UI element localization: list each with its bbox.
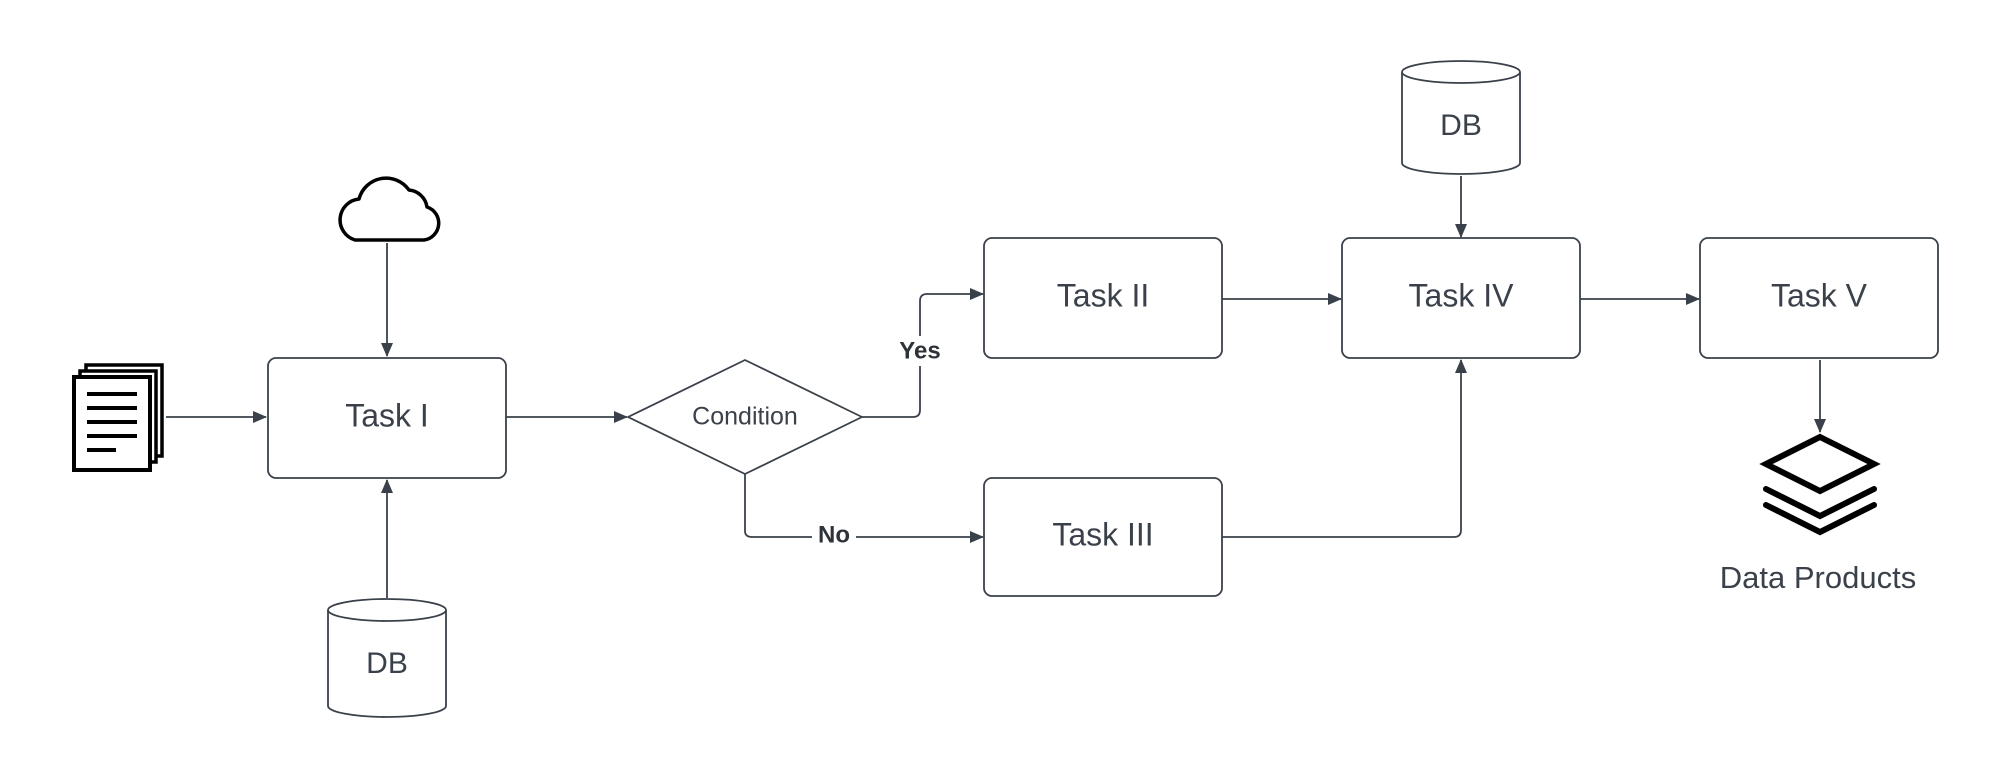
layers-icon xyxy=(1759,433,1881,536)
task-2-node: Task II xyxy=(983,237,1223,359)
task-1-node: Task I xyxy=(267,357,507,479)
db-top-node: DB xyxy=(1401,60,1521,175)
cloud-icon xyxy=(338,176,441,242)
task-3-label: Task III xyxy=(1052,516,1153,552)
condition-label: Condition xyxy=(692,403,798,431)
edge-condition-to-task3 xyxy=(744,474,984,543)
task-5-label: Task V xyxy=(1771,277,1868,313)
documents-icon xyxy=(72,363,164,472)
condition-node: Condition xyxy=(627,359,863,475)
task-4-node: Task IV xyxy=(1341,237,1581,359)
db-bottom-label: DB xyxy=(366,647,408,680)
task-2-label: Task II xyxy=(1057,277,1149,313)
task-1-label: Task I xyxy=(345,397,429,433)
data-products-label: Data Products xyxy=(1720,560,1916,595)
task-3-node: Task III xyxy=(983,477,1223,597)
db-top-label: DB xyxy=(1440,109,1482,142)
edge-label-yes: Yes xyxy=(899,337,940,364)
edge-task3-to-task4 xyxy=(1222,359,1467,538)
task-5-node: Task V xyxy=(1699,237,1939,359)
db-bottom-node: DB xyxy=(327,598,447,718)
task-4-label: Task IV xyxy=(1409,277,1515,313)
edge-label-no: No xyxy=(818,521,850,548)
